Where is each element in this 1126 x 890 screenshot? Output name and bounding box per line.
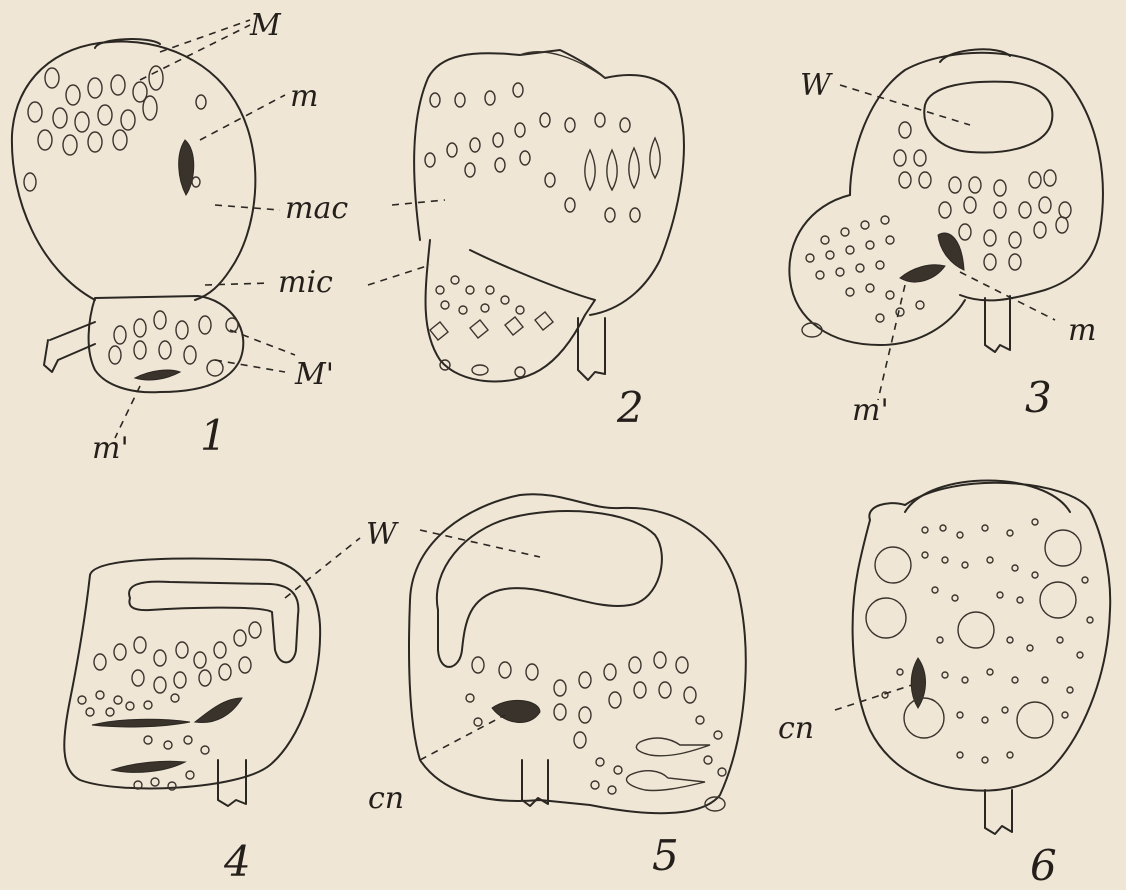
label-m-fig1: m — [290, 79, 318, 114]
fig3-micronucleus-m — [938, 233, 964, 270]
fig1-pointer-mac — [215, 205, 280, 210]
figure-number-5: 5 — [652, 831, 679, 880]
fig5-nucleus-cn — [492, 700, 540, 722]
fig4-spindle-nuclei — [92, 698, 242, 772]
figure-1 — [12, 20, 295, 438]
label-cn-fig5: cn — [368, 781, 404, 816]
fig2-lower-cell — [426, 240, 595, 381]
figure-number-3: 3 — [1025, 373, 1052, 422]
fig6-large-nuclei — [866, 530, 1081, 738]
fig1-stalk — [44, 322, 95, 372]
fig3-cap — [940, 49, 1010, 62]
fig4-pointer-W — [285, 538, 360, 598]
fig5-pointer-cn — [420, 715, 505, 760]
fig3-micronucleus-m-prime — [900, 265, 945, 282]
figure-number-4: 4 — [223, 837, 251, 886]
fig5-macronuclei — [472, 652, 696, 748]
fig2-pointer-mac — [392, 200, 445, 205]
fig4-cell — [64, 559, 320, 789]
figure-3 — [789, 49, 1103, 400]
label-m-fig3: m — [1068, 313, 1096, 348]
fig2-stalk — [578, 318, 605, 380]
fig5-stalk — [522, 760, 548, 806]
fig3-stalk — [985, 296, 1010, 352]
figure-number-2: 2 — [616, 383, 644, 432]
fig6-pointer-cn — [835, 685, 912, 710]
fig1-micronucleus-m — [179, 140, 194, 195]
figure-numbers: 1 2 3 4 5 6 — [200, 373, 1057, 890]
fig3-macronuclei — [894, 122, 1071, 270]
fig6-cap — [905, 481, 1070, 513]
figure-number-6: 6 — [1030, 841, 1057, 890]
label-M: M — [249, 8, 282, 43]
fig2-upper-cell — [414, 50, 684, 315]
fig1-upper-cell — [12, 42, 255, 300]
label-m-prime-fig3: m' — [852, 393, 889, 428]
fig1-micronucleus-m-prime — [135, 370, 180, 380]
label-cn-fig6: cn — [778, 711, 814, 746]
fig5-vacuole-W — [437, 511, 662, 667]
fig2-lower-nuclei — [430, 276, 553, 377]
fig4-macronuclei — [94, 622, 261, 693]
fig3-pointer-m — [960, 272, 1055, 320]
fig1-pointer-M-prime — [215, 330, 295, 372]
label-W-fig45: W — [366, 517, 399, 552]
letter-labels: M m mac mic M' m' W m m' W cn cn — [92, 8, 1096, 816]
fig1-pointer-mic — [205, 283, 270, 285]
fig6-small-nuclei — [882, 519, 1093, 763]
fig2-macronuclei — [425, 83, 640, 222]
fig2-spindle-nuclei — [585, 138, 661, 190]
fig5-cell — [409, 494, 746, 813]
fig1-macronuclei-lower — [109, 311, 238, 376]
fig3-pointer-W — [840, 85, 970, 125]
label-mac: mac — [285, 191, 348, 226]
fig1-pointer-M — [140, 20, 250, 80]
figure-number-1: 1 — [200, 411, 227, 460]
fig6-stalk — [985, 790, 1012, 834]
fig5-pointer-W — [420, 530, 540, 557]
figure-2 — [368, 50, 684, 381]
figure-6 — [835, 481, 1110, 835]
label-M-prime: M' — [294, 357, 334, 392]
figure-4 — [64, 538, 360, 806]
fig4-small-nuclei — [78, 691, 209, 790]
fig2-pointer-mic — [368, 265, 430, 285]
fig2-cap — [520, 52, 605, 78]
fig5-pear-nuclei — [626, 738, 710, 791]
label-m-prime-fig1: m' — [92, 431, 129, 466]
label-W-fig3: W — [800, 68, 833, 103]
label-mic: mic — [278, 265, 333, 300]
figure-5 — [409, 494, 746, 813]
